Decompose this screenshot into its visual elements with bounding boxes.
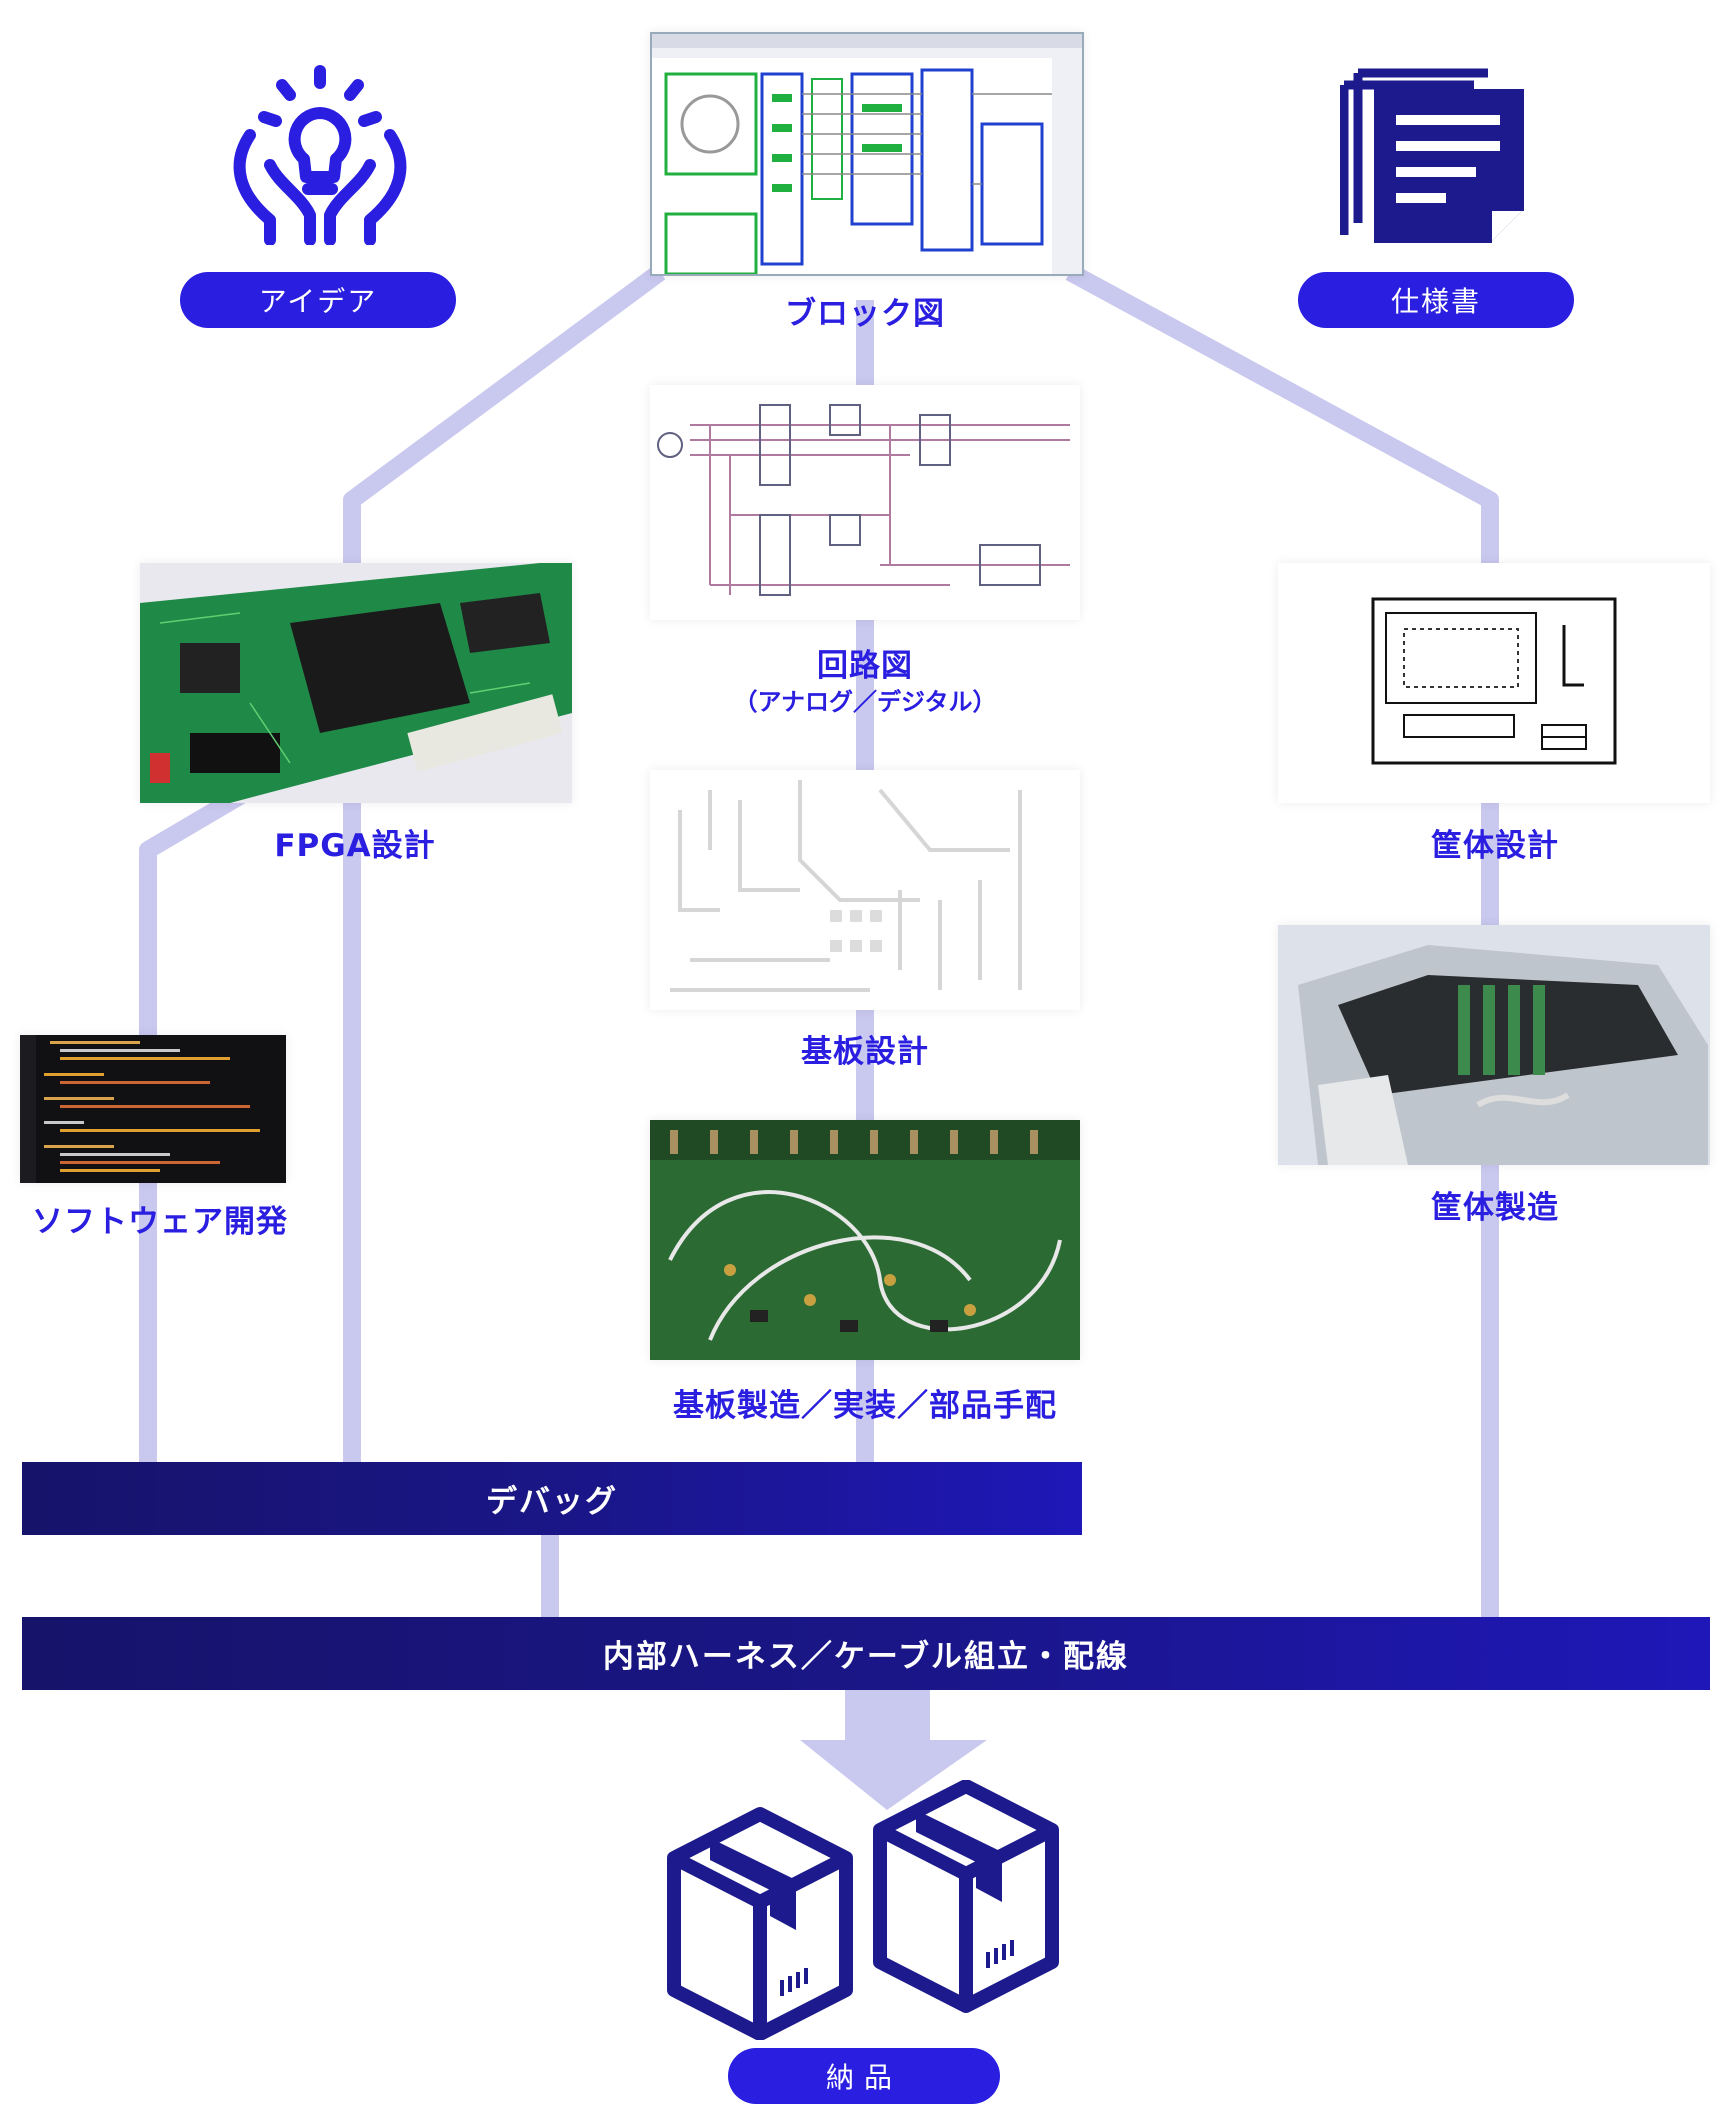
circuit-label: 回路図: [817, 648, 913, 684]
housing-design-label: 筐体設計: [1431, 828, 1559, 864]
pcb-layout: [650, 770, 1080, 1010]
idea-pill: アイデア: [180, 272, 456, 328]
connector-block-housing: [1065, 264, 1499, 1620]
spec-pill: 仕様書: [1298, 272, 1574, 328]
pcb-design-label: 基板設計: [801, 1034, 929, 1070]
debug-bar: デバッグ: [22, 1462, 1082, 1535]
software-label: ソフトウェア開発: [32, 1204, 288, 1240]
harness-bar: 内部ハーネス／ケーブル組立・配線: [22, 1617, 1710, 1690]
document-stack-icon: [1340, 68, 1524, 243]
circuit-sublabel: （アナログ／デジタル）: [733, 688, 997, 716]
housing-drawing: [1278, 563, 1710, 803]
block-diagram-label: ブロック図: [785, 296, 945, 332]
housing-photo: [1278, 925, 1710, 1165]
fpga-board-photo: [140, 563, 572, 803]
fpga-label: FPGA設計: [274, 828, 436, 864]
spec-node: [1300, 55, 1580, 335]
down-arrow: [800, 1690, 987, 1810]
boxes-icon: [667, 1780, 1059, 2040]
pcb-mfg-label: 基板製造／実装／部品手配: [673, 1388, 1057, 1424]
connector-block-fpga: [343, 264, 666, 1462]
circuit-schematic: [650, 385, 1080, 620]
lightbulb-hands-icon: [233, 65, 407, 245]
delivery-pill: 納品: [728, 2048, 1000, 2104]
connector-fpga-software: [139, 782, 255, 1462]
idea-node: [180, 55, 460, 335]
assembled-board-photo: [650, 1120, 1080, 1360]
housing-mfg-label: 筐体製造: [1431, 1190, 1559, 1226]
block-diagram-screenshot: [650, 32, 1084, 276]
source-code-screenshot: [20, 1035, 286, 1183]
